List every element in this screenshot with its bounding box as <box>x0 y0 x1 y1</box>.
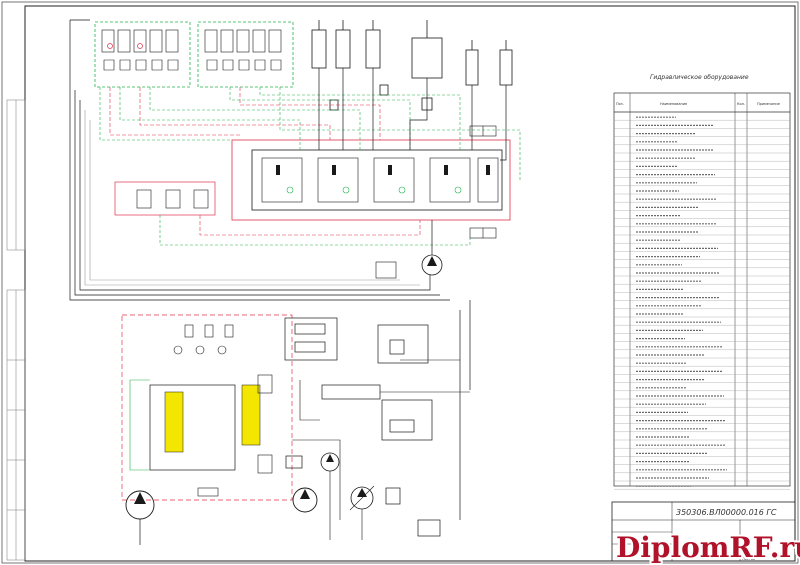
main-pump-bottom-left <box>125 490 155 545</box>
pilot-lines-green <box>99 87 521 246</box>
top-left-valve-block-2 <box>197 21 294 88</box>
central-distributor-block <box>231 139 511 221</box>
directional-valves-right <box>469 125 497 239</box>
hydraulic-cylinders-top <box>311 20 513 111</box>
inner-frame <box>24 5 796 562</box>
lower-left-circuit <box>121 314 293 501</box>
left-valve-group <box>114 181 216 216</box>
table-header-note: Примечание <box>757 102 780 106</box>
pilot-lines-red <box>109 87 421 236</box>
stamp-designation: 350306.ВЛ00000.016 ГС <box>676 508 777 517</box>
lower-middle-lines <box>292 359 470 540</box>
return-lines-gray <box>84 110 420 286</box>
table-rows <box>614 116 790 490</box>
table-header-name: Наименование <box>660 102 687 106</box>
lower-middle-valves <box>284 317 441 537</box>
stamp-sheet-label: Листов <box>742 557 755 561</box>
table-header-qty: Кол. <box>737 102 745 106</box>
top-left-valve-block-1 <box>94 21 191 88</box>
stamp-sheet-number: 1 <box>775 557 777 561</box>
pressure-lines-black <box>69 19 507 520</box>
pump-motor-bottom-center <box>292 452 375 513</box>
left-margin-stamp <box>6 99 26 561</box>
table-header-pos: Поз. <box>616 102 624 106</box>
watermark-logo: DiplomRF.ru DiplomRF.ru <box>614 529 800 565</box>
watermark-text: DiplomRF.ru <box>616 531 800 564</box>
watermark-halo: DiplomRF.ru <box>616 531 800 564</box>
table-title: Гидравлическое оборудование <box>650 74 749 81</box>
pump-symbol-mid <box>375 254 443 279</box>
specification-table: Гидравлическое оборудование Поз. Наимено… <box>613 74 791 490</box>
title-block: 350306.ВЛ00000.016 ГС Листов 1 <box>611 501 796 562</box>
